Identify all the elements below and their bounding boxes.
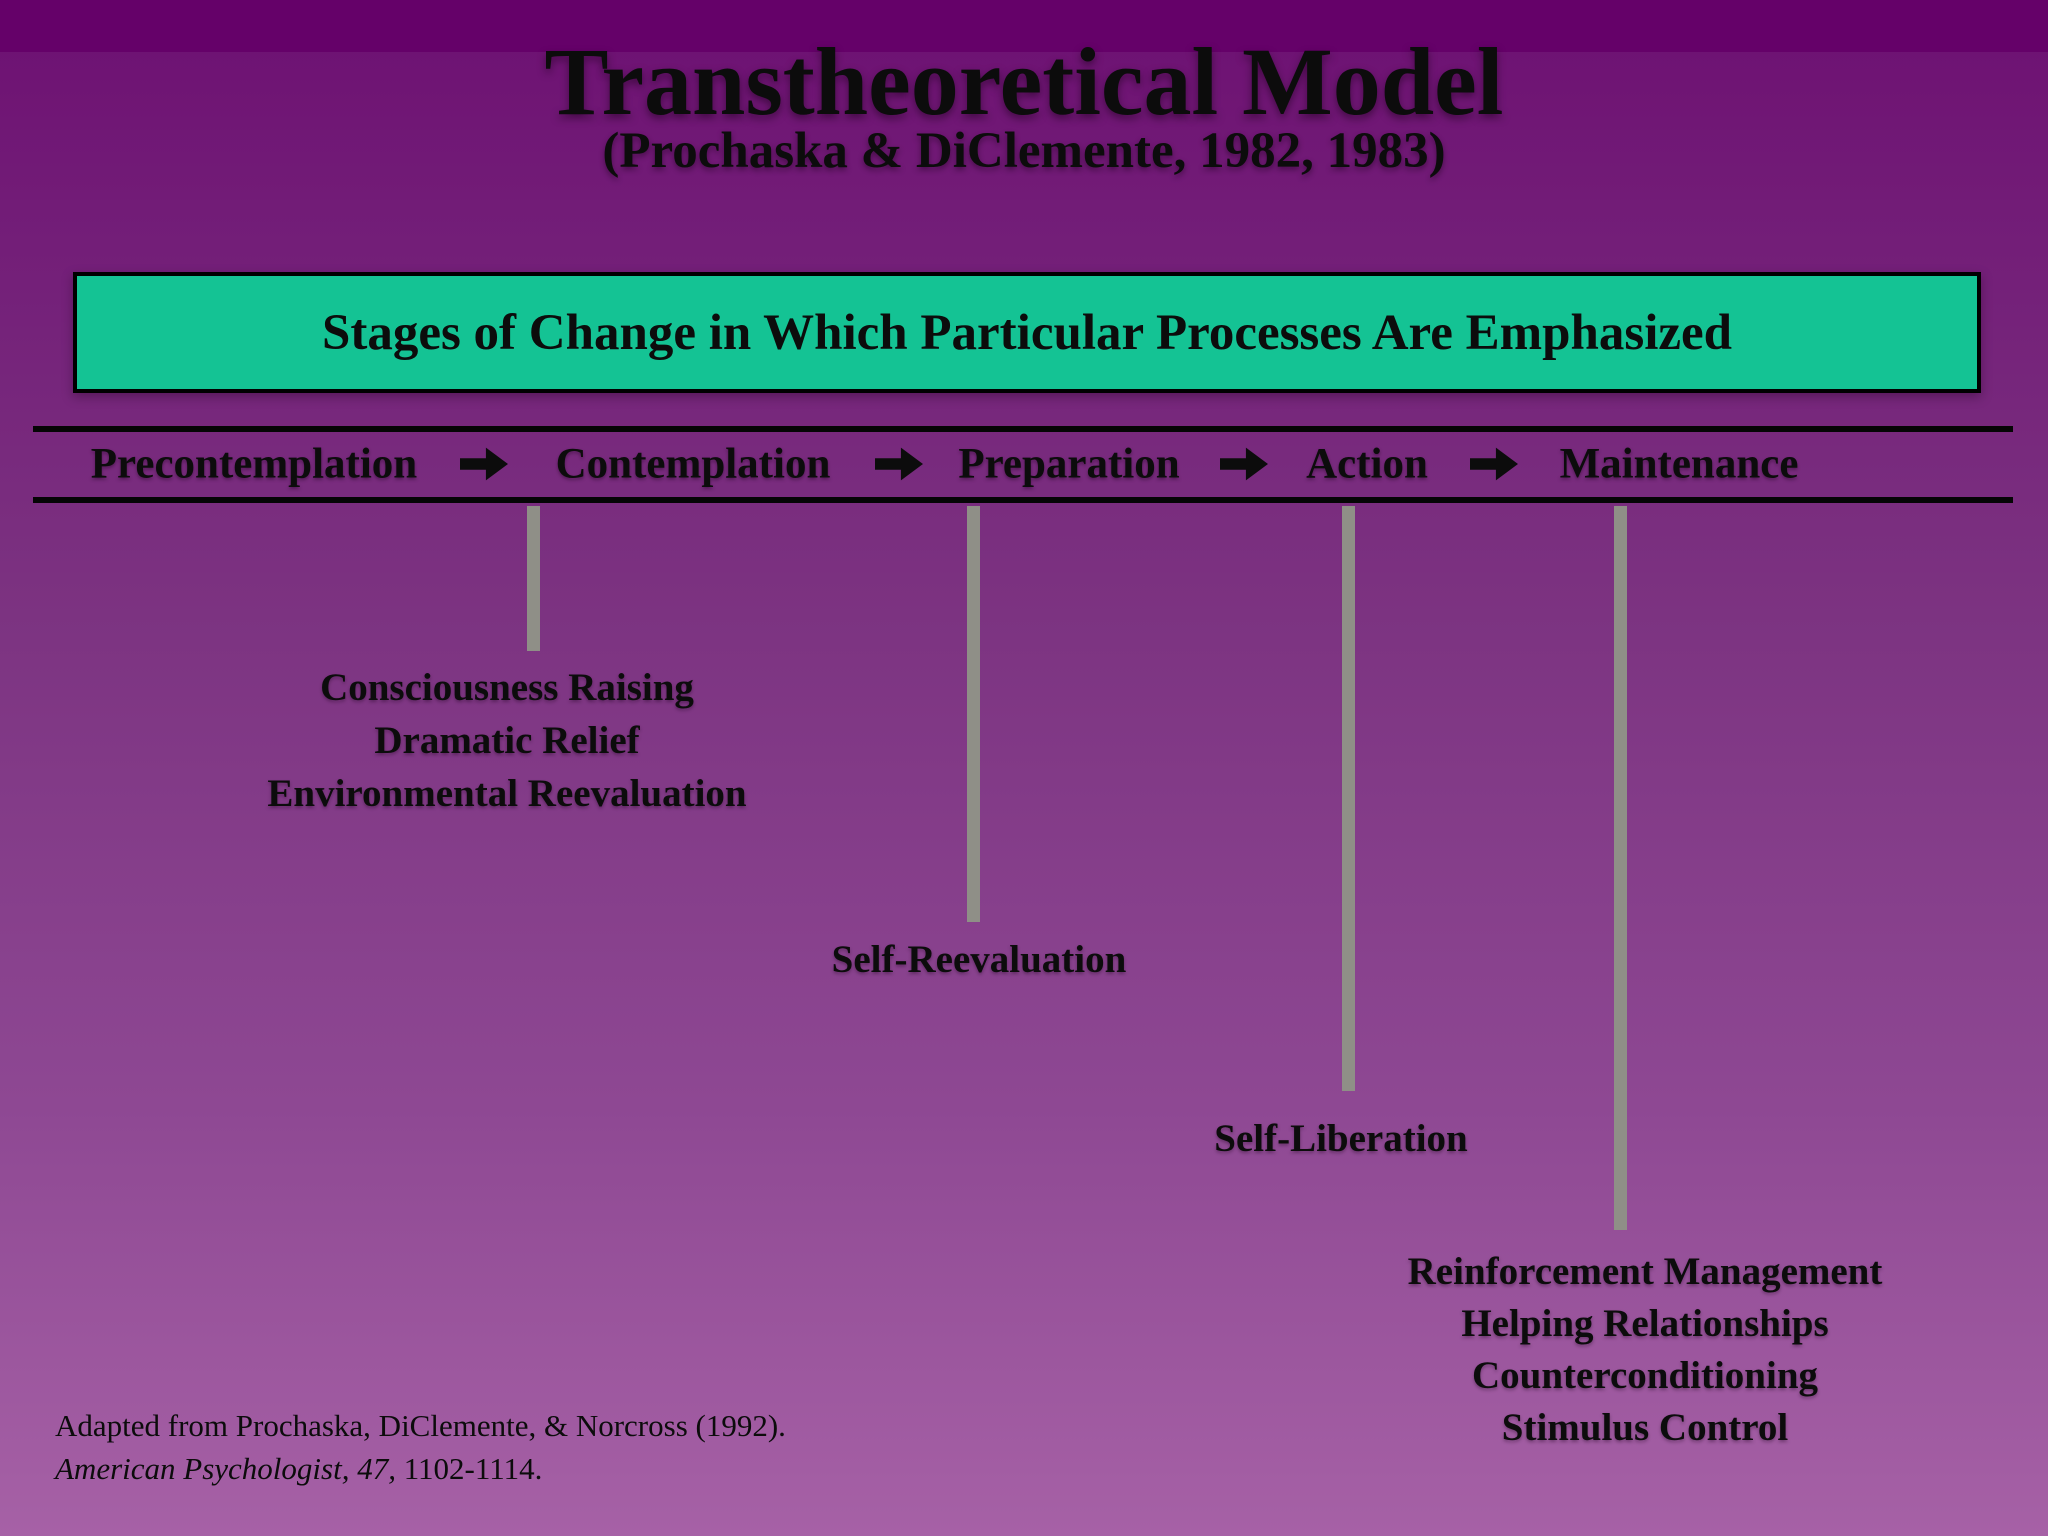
connector-contemplation (527, 506, 540, 651)
citation-journal: American Psychologist, 47, (55, 1451, 396, 1486)
process-line: Counterconditioning (1471, 1354, 1819, 1397)
process-line: Environmental Reevaluation (267, 772, 747, 815)
process-line: Helping Relationships (1461, 1302, 1829, 1345)
process-block-preparation: Self-Reevaluation (832, 933, 1127, 986)
citation-line-2: American Psychologist, 47, 1102-1114. (55, 1447, 786, 1490)
stage-label-contemplation: Contemplation (555, 440, 831, 488)
process-line: Self-Reevaluation (831, 938, 1127, 981)
stage-band-rule-top (33, 426, 2013, 432)
connector-action (1342, 506, 1355, 1091)
citation-line-1: Adapted from Prochaska, DiClemente, & No… (55, 1408, 786, 1443)
connector-preparation (967, 506, 980, 922)
citation-pages: 1102-1114. (395, 1451, 543, 1486)
slide-subtitle: (Prochaska & DiClemente, 1982, 1983) (602, 123, 1446, 179)
stages-banner: Stages of Change in Which Particular Pro… (73, 272, 1981, 393)
process-block-action: Self-Liberation (1214, 1112, 1467, 1165)
process-line: Reinforcement Management (1407, 1250, 1883, 1293)
process-line: Self-Liberation (1214, 1117, 1468, 1160)
slide-title: Transtheoretical Model (544, 28, 1504, 135)
stage-band-rule-bottom (33, 497, 2013, 503)
connector-maintenance (1614, 506, 1627, 1230)
right-arrow-icon (1220, 444, 1268, 484)
process-line: Stimulus Control (1501, 1406, 1789, 1449)
right-arrow-icon (460, 444, 508, 484)
right-arrow-icon (1470, 444, 1518, 484)
stage-label-maintenance: Maintenance (1559, 440, 1799, 488)
top-strip (0, 0, 2048, 52)
process-line: Consciousness Raising (320, 666, 694, 709)
process-block-contemplation: Consciousness Raising Dramatic Relief En… (267, 661, 746, 820)
stage-label-preparation: Preparation (958, 440, 1180, 488)
stage-label-precontemplation: Precontemplation (90, 440, 418, 488)
process-line: Dramatic Relief (374, 719, 640, 762)
citation: Adapted from Prochaska, DiClemente, & No… (55, 1404, 786, 1490)
process-block-maintenance: Reinforcement Management Helping Relatio… (1408, 1246, 1883, 1454)
right-arrow-icon (875, 444, 923, 484)
stages-banner-text: Stages of Change in Which Particular Pro… (321, 304, 1733, 361)
stage-label-action: Action (1306, 440, 1428, 488)
